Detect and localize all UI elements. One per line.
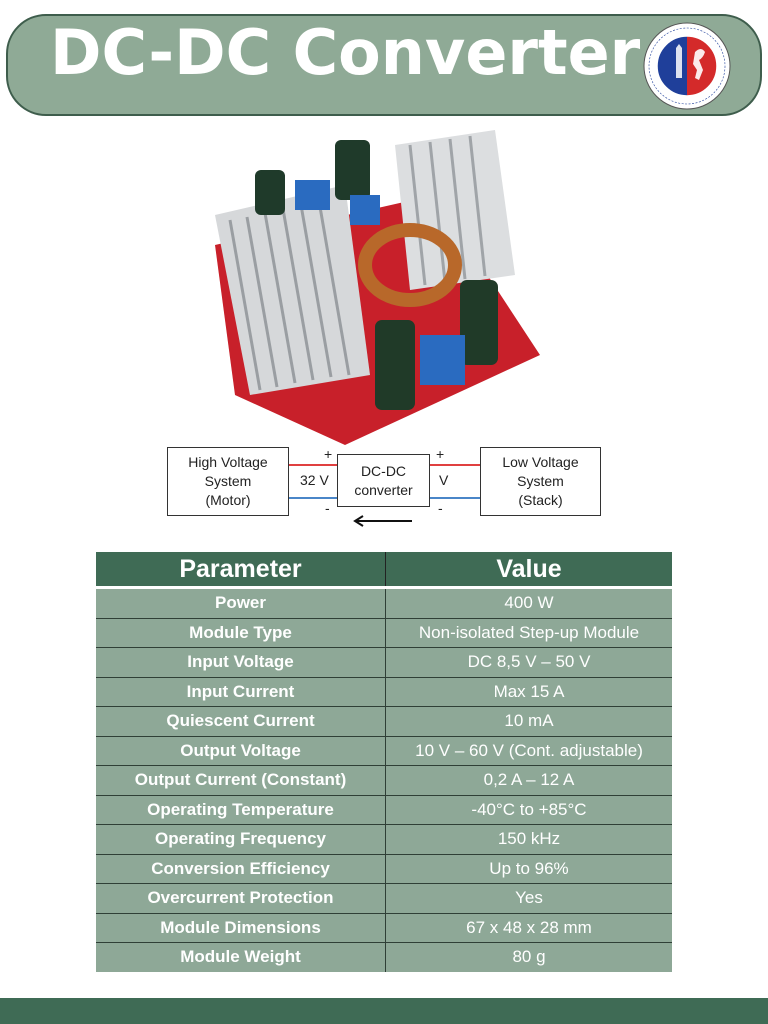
page-title: DC-DC Converter xyxy=(50,16,641,89)
box-line: converter xyxy=(354,481,413,498)
value-cell: 150 kHz xyxy=(385,824,672,854)
value-cell: 67 x 48 x 28 mm xyxy=(385,912,672,943)
plus-label: + xyxy=(324,446,333,462)
input-voltage-label: 32 V xyxy=(300,472,329,488)
box-line: Low Voltage xyxy=(502,454,579,470)
value-cell: -40°C to +85°C xyxy=(385,794,672,825)
value-cell: 80 g xyxy=(385,942,672,972)
parameter-cell: Quiescent Current xyxy=(96,706,386,736)
plus-label: + xyxy=(436,446,445,462)
box-line: System xyxy=(517,473,564,489)
low-voltage-system-box: Low Voltage System (Stack) xyxy=(480,447,601,516)
parameter-cell: Module Type xyxy=(96,617,386,648)
output-voltage-label: V xyxy=(439,472,449,488)
parameter-cell: Output Current (Constant) xyxy=(96,765,386,795)
value-cell: Up to 96% xyxy=(385,853,672,884)
title-banner xyxy=(6,14,762,116)
dc-dc-converter-photo xyxy=(215,130,540,445)
parameter-cell: Conversion Efficiency xyxy=(96,853,386,884)
parameter-cell: Power xyxy=(96,587,386,618)
positive-wire-right xyxy=(430,464,480,466)
value-cell: Max 15 A xyxy=(385,676,672,707)
box-line: (Stack) xyxy=(518,492,563,508)
box-line: (Motor) xyxy=(205,492,251,508)
box-line: System xyxy=(204,473,252,489)
table-row: Output Current (Constant)0,2 A – 12 A xyxy=(96,765,672,795)
value-cell: Non-isolated Step-up Module xyxy=(385,617,672,648)
minus-label: - xyxy=(438,500,443,516)
column-header-parameter: Parameter xyxy=(96,552,386,589)
high-voltage-system-box: High Voltage System (Motor) xyxy=(167,447,289,516)
negative-wire-left xyxy=(289,497,337,499)
dc-dc-converter-box: DC-DC converter xyxy=(337,454,430,507)
footer-bar xyxy=(0,998,768,1024)
table-row: Operating Temperature-40°C to +85°C xyxy=(96,794,672,825)
column-header-value: Value xyxy=(385,552,672,589)
value-cell: Yes xyxy=(385,883,672,913)
value-cell: 400 W xyxy=(385,587,672,618)
box-line: DC-DC xyxy=(360,462,407,479)
minus-label: - xyxy=(325,500,330,516)
value-cell: 0,2 A – 12 A xyxy=(385,765,672,795)
parameter-cell: Operating Temperature xyxy=(96,794,386,825)
parameter-cell: Input Voltage xyxy=(96,647,386,677)
value-cell: DC 8,5 V – 50 V xyxy=(385,647,672,677)
parameter-cell: Overcurrent Protection xyxy=(96,883,386,913)
negative-wire-right xyxy=(430,497,480,499)
positive-wire-left xyxy=(289,464,337,466)
parameter-cell: Module Dimensions xyxy=(96,912,386,943)
university-seal-logo xyxy=(643,22,731,110)
parameter-cell: Input Current xyxy=(96,676,386,707)
parameter-cell: Operating Frequency xyxy=(96,824,386,854)
value-cell: 10 mA xyxy=(385,706,672,736)
box-line: High Voltage xyxy=(188,454,268,470)
arrow-left-icon xyxy=(353,515,412,527)
value-cell: 10 V – 60 V (Cont. adjustable) xyxy=(385,735,672,766)
parameter-cell: Module Weight xyxy=(96,942,386,972)
parameter-cell: Output Voltage xyxy=(96,735,386,766)
